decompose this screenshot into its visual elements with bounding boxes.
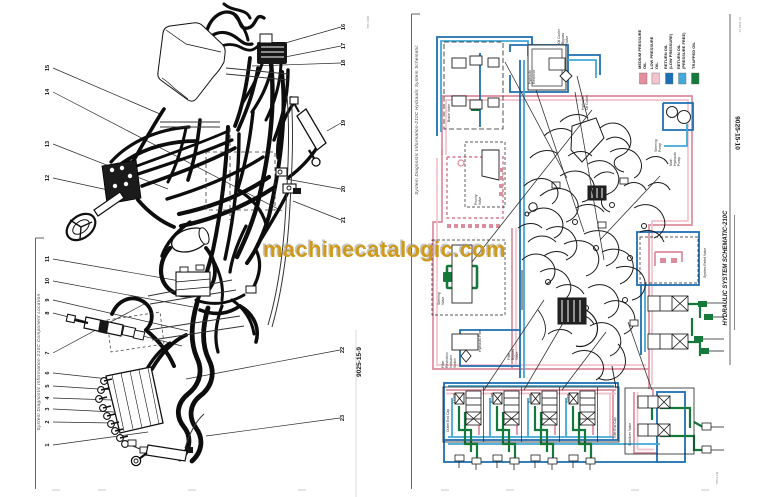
svg-text:System Diagnostic Information-: System Diagnostic Information-210C Hydra… — [414, 45, 419, 195]
svg-text:19: 19 — [341, 120, 347, 126]
svg-text:Swing: Swing — [566, 394, 570, 403]
svg-text:TRAPPED OIL: TRAPPED OIL — [691, 42, 696, 69]
svg-text:Steering: Steering — [437, 292, 441, 305]
svg-text:machinecatalogic.com: machinecatalogic.com — [262, 236, 505, 261]
svg-text:Steering: Steering — [654, 139, 658, 152]
svg-text:Crowd: Crowd — [452, 393, 456, 403]
svg-text:17: 17 — [341, 43, 347, 49]
svg-text:Filter: Filter — [507, 352, 511, 360]
svg-text:14: 14 — [45, 88, 51, 95]
svg-text:RETURN OIL: RETURN OIL — [663, 44, 668, 69]
svg-text:11: 11 — [45, 256, 51, 262]
svg-text:3: 3 — [45, 407, 51, 410]
svg-text:5: 5 — [45, 384, 51, 387]
svg-text:20: 20 — [341, 186, 347, 192]
svg-text:2: 2 — [45, 420, 51, 423]
svg-text:Pump: Pump — [658, 143, 662, 152]
svg-text:OIL: OIL — [654, 62, 659, 69]
svg-text:Main: Main — [669, 159, 673, 166]
svg-text:OIL: OIL — [642, 62, 647, 69]
svg-text:MEDIUM PRESSURE: MEDIUM PRESSURE — [637, 29, 642, 69]
svg-text:Valve: Valve — [478, 197, 482, 205]
svg-text:HYDRAULIC SYSTEM SCHEMATIC-210: HYDRAULIC SYSTEM SCHEMATIC-210C — [723, 210, 729, 326]
svg-text:10: 10 — [45, 278, 51, 284]
svg-text:TX 6811 19: TX 6811 19 — [738, 17, 742, 33]
svg-text:Valve: Valve — [515, 352, 519, 360]
svg-text:9025-15-10: 9025-15-10 — [734, 116, 741, 150]
svg-text:Oil Cooler: Oil Cooler — [585, 94, 589, 110]
svg-text:Inlet End Cap: Inlet End Cap — [613, 417, 617, 438]
svg-text:System Relief Valve: System Relief Valve — [703, 248, 707, 278]
svg-text:Boom: Boom — [528, 394, 532, 403]
svg-text:Switch: Switch — [453, 358, 457, 368]
svg-text:Brake Valve: Brake Valve — [447, 104, 451, 122]
svg-text:Outlet End Cap: Outlet End Cap — [446, 409, 450, 432]
svg-text:13: 13 — [45, 141, 51, 147]
svg-text:machinecatalogic.com: machinecatalogic.com — [263, 237, 506, 262]
svg-text:T86 2149: T86 2149 — [715, 471, 719, 484]
svg-text:22: 22 — [340, 347, 346, 353]
svg-text:Filter: Filter — [441, 360, 445, 368]
svg-text:Hydraulic: Hydraulic — [528, 70, 532, 84]
svg-text:System Diagnostic Information-: System Diagnostic Information-210C Compo… — [36, 293, 41, 430]
svg-text:Valve: Valve — [441, 297, 445, 305]
svg-text:16: 16 — [341, 24, 347, 30]
svg-text:9: 9 — [45, 298, 51, 301]
svg-text:Restriction: Restriction — [445, 352, 449, 368]
svg-text:Stabilizer Valve: Stabilizer Valve — [628, 423, 632, 446]
svg-text:12: 12 — [45, 175, 51, 181]
svg-text:23: 23 — [340, 415, 346, 421]
svg-text:Hydraulic: Hydraulic — [673, 152, 677, 166]
svg-text:8: 8 — [45, 311, 51, 314]
svg-text:(PRESSURE FREE): (PRESSURE FREE) — [681, 32, 686, 69]
svg-text:Hydraulic Filter: Hydraulic Filter — [478, 329, 482, 352]
svg-text:Bypass: Bypass — [511, 349, 515, 360]
svg-text:LOW PRESSURE: LOW PRESSURE — [649, 36, 654, 69]
svg-text:Reservoir: Reservoir — [532, 69, 536, 84]
svg-text:9025-15-9: 9025-15-9 — [356, 347, 363, 377]
svg-text:18: 18 — [341, 60, 347, 66]
svg-text:21: 21 — [341, 217, 347, 223]
svg-text:T86 1648: T86 1648 — [366, 16, 370, 29]
svg-text:Pump: Pump — [677, 157, 681, 166]
svg-text:RETURN OIL: RETURN OIL — [676, 44, 681, 69]
svg-text:7: 7 — [45, 351, 51, 354]
svg-text:(LOW PRESSURE): (LOW PRESSURE) — [668, 33, 673, 69]
svg-text:Oil Cooler: Oil Cooler — [557, 28, 561, 44]
svg-text:Hydraulic: Hydraulic — [581, 96, 585, 110]
svg-text:15: 15 — [45, 65, 51, 71]
svg-text:Bypass: Bypass — [561, 33, 565, 44]
svg-text:Priority: Priority — [474, 194, 478, 205]
svg-text:Valve: Valve — [565, 36, 569, 44]
svg-text:4: 4 — [45, 396, 51, 400]
svg-text:1: 1 — [45, 443, 51, 446]
svg-text:Indicator: Indicator — [449, 354, 453, 368]
svg-text:6: 6 — [45, 371, 51, 374]
svg-text:Bucket: Bucket — [490, 393, 494, 403]
